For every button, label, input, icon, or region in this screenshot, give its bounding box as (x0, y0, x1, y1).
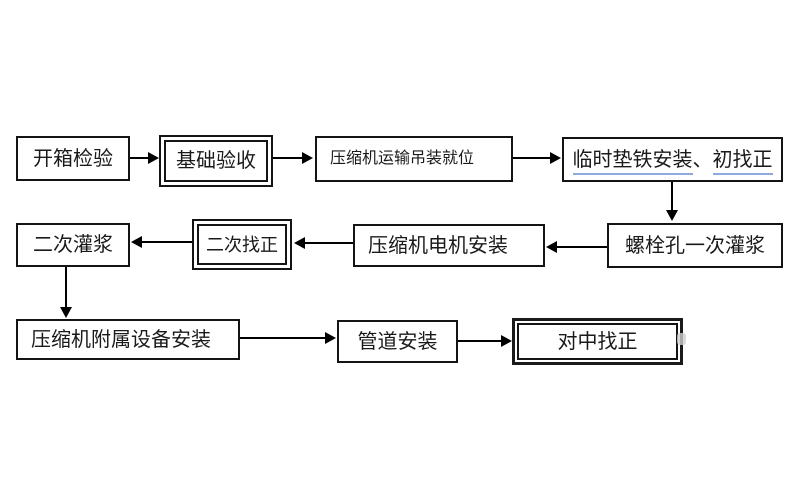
arrowhead-down-icon (666, 210, 678, 221)
connector-line (458, 340, 502, 342)
arrowhead-right-icon (501, 335, 512, 347)
arrowhead-left-icon (294, 237, 305, 249)
node-compressor-motor-install: 压缩机电机安装 (353, 224, 545, 267)
node-centering-alignment: 对中找正 (512, 318, 683, 365)
node-bolt-hole-first-grouting: 螺栓孔一次灌浆 (607, 223, 783, 268)
watermark-artifact (677, 333, 686, 345)
connector-line (273, 157, 304, 159)
node-label: 开箱检验 (33, 147, 113, 170)
node-secondary-alignment: 二次找正 (192, 219, 292, 270)
connector-line (304, 242, 353, 244)
connector-line (671, 182, 673, 211)
node-label: 螺栓孔一次灌浆 (625, 234, 765, 257)
arrowhead-down-icon (60, 307, 72, 318)
arrowhead-right-icon (302, 152, 313, 164)
node-label: 基础验收 (176, 150, 256, 172)
arrowhead-right-icon (550, 152, 561, 164)
connector-line (556, 246, 607, 248)
node-label: 临时垫铁安装、初找正 (572, 148, 773, 175)
node-foundation-acceptance: 基础验收 (159, 135, 273, 187)
node-label: 压缩机电机安装 (368, 234, 508, 257)
node-inner-border: 二次找正 (197, 224, 287, 265)
node-inner-border: 对中找正 (517, 323, 678, 360)
connector-line (141, 241, 192, 243)
node-inner-border: 基础验收 (164, 140, 268, 182)
arrowhead-right-icon (325, 332, 336, 344)
node-open-box-inspection: 开箱检验 (16, 136, 130, 181)
node-label: 二次灌浆 (33, 234, 113, 256)
underlined-text: 临时垫铁安装 (572, 148, 693, 175)
node-compressor-auxiliary-equipment-install: 压缩机附属设备安装 (16, 319, 240, 360)
node-piping-install: 管道安装 (337, 320, 458, 363)
node-label: 二次找正 (206, 234, 278, 255)
underlined-text: 初找正 (712, 148, 773, 175)
plain-text: 、 (692, 148, 713, 171)
arrowhead-right-icon (148, 152, 159, 164)
arrowhead-left-icon (546, 241, 557, 253)
connector-line (513, 157, 551, 159)
node-secondary-grouting: 二次灌浆 (16, 223, 130, 267)
connector-line (65, 267, 67, 308)
node-temporary-shim-install-initial-alignment: 临时垫铁安装、初找正 (562, 137, 783, 182)
node-label: 压缩机附属设备安装 (31, 328, 211, 351)
arrowhead-left-icon (131, 236, 142, 248)
node-label: 压缩机运输吊装就位 (330, 150, 475, 167)
connector-line (240, 337, 326, 339)
node-label: 对中找正 (557, 330, 638, 353)
connector-line (130, 157, 150, 159)
node-label: 管道安装 (357, 330, 438, 353)
node-compressor-transport-hoisting-in-place: 压缩机运输吊装就位 (315, 136, 513, 182)
